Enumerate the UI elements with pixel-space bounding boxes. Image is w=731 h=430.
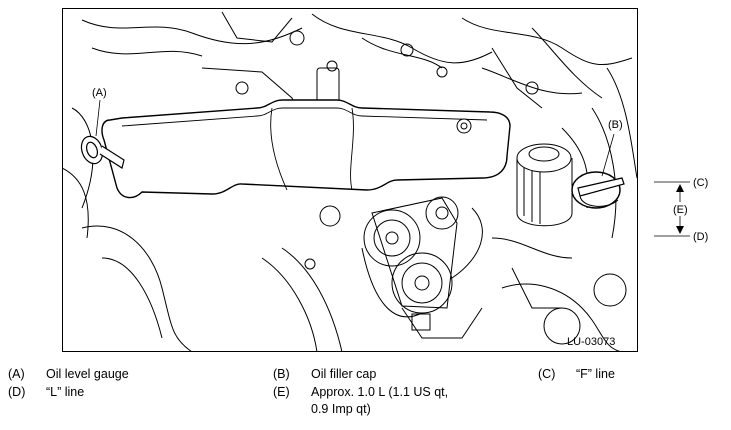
legend-text: Approx. 1.0 L (1.1 US qt, bbox=[311, 385, 449, 399]
callout-a: (A) bbox=[92, 87, 107, 99]
callout-d: (D) bbox=[693, 231, 708, 243]
legend-code: (C) bbox=[538, 367, 556, 381]
legend-code: (A) bbox=[8, 367, 25, 381]
oil-filler-cap bbox=[571, 171, 625, 209]
legend-text: “L” line bbox=[46, 385, 85, 399]
leader-a bbox=[95, 99, 101, 137]
legend: (A) Oil level gauge (B) Oil filler cap (… bbox=[0, 366, 731, 430]
callout-b: (B) bbox=[608, 119, 623, 131]
figure-id: LU-03073 bbox=[567, 336, 615, 348]
legend-text: Oil level gauge bbox=[46, 367, 129, 381]
legend-code: (D) bbox=[8, 385, 26, 399]
legend-text: Oil filler cap bbox=[311, 367, 377, 381]
engine-line-drawing: (A) (B) LU-03073 bbox=[62, 8, 638, 352]
dimension-arrow-up bbox=[676, 184, 684, 192]
legend-text: “F” line bbox=[576, 367, 615, 381]
leader-lines bbox=[95, 99, 615, 177]
leader-b bbox=[601, 133, 615, 177]
engine-diagram: (A) (B) LU-03073 bbox=[62, 8, 638, 352]
engine-bay-background bbox=[62, 11, 638, 352]
callout-e: (E) bbox=[673, 204, 688, 216]
engine-cover bbox=[101, 99, 511, 199]
oil-level-gauge bbox=[80, 135, 125, 169]
legend-code: (E) bbox=[273, 385, 290, 399]
dimension-arrow-down bbox=[676, 226, 684, 234]
oil-filter bbox=[516, 143, 573, 227]
callout-c: (C) bbox=[693, 177, 708, 189]
legend-code: (B) bbox=[273, 367, 290, 381]
legend-text-continued: 0.9 Imp qt) bbox=[311, 402, 371, 416]
